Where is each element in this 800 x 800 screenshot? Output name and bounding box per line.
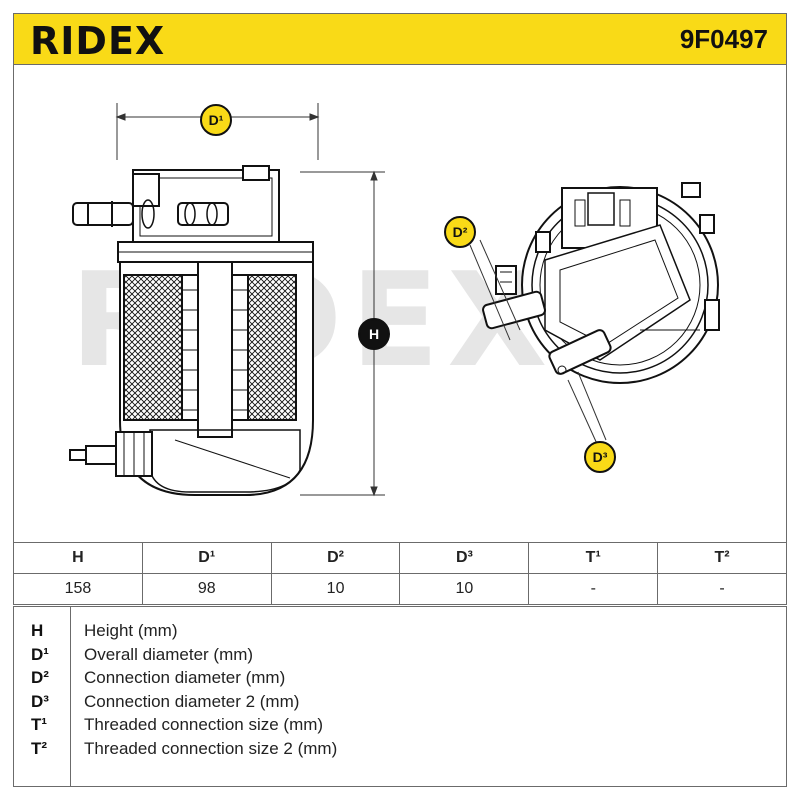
legend-key: T¹: [31, 715, 48, 734]
legend-row: D³ Connection diameter 2 (mm): [14, 692, 786, 716]
filter-top-view: [482, 182, 720, 384]
legend-key: D¹: [31, 645, 49, 664]
legend-desc: Threaded connection size 2 (mm): [84, 739, 338, 758]
d3-label: D³: [584, 441, 616, 473]
technical-drawing: [13, 65, 787, 543]
spec-value-d2: 10: [270, 573, 401, 605]
spec-header-h: H: [13, 542, 143, 574]
spec-header-d1: D¹: [141, 542, 272, 574]
spec-header-t2: T²: [657, 542, 787, 574]
spec-table-header-row: H D¹ D² D³ T¹ T²: [13, 542, 787, 574]
legend-key: T²: [31, 739, 48, 758]
spec-header-t1: T¹: [528, 542, 659, 574]
part-number: 9F0497: [679, 24, 768, 54]
spec-value-d3: 10: [399, 573, 530, 605]
legend-key: D²: [31, 668, 49, 687]
spec-header-d3: D³: [399, 542, 530, 574]
legend-box: H Height (mm) D¹ Overall diameter (mm) D…: [13, 606, 787, 787]
spec-table: H D¹ D² D³ T¹ T² 158 98 10 10 - -: [13, 542, 787, 605]
spec-value-h: 158: [13, 573, 143, 605]
legend-key: D³: [31, 692, 49, 711]
spec-value-t1: -: [528, 573, 659, 605]
legend-desc: Connection diameter 2 (mm): [84, 692, 300, 711]
spec-table-value-row: 158 98 10 10 - -: [13, 573, 787, 605]
legend-desc: Threaded connection size (mm): [84, 715, 324, 734]
legend-row: T² Threaded connection size 2 (mm): [14, 739, 786, 763]
spec-value-d1: 98: [141, 573, 272, 605]
legend-desc: Height (mm): [84, 621, 178, 640]
spec-value-t2: -: [657, 573, 787, 605]
legend-row: D² Connection diameter (mm): [14, 668, 786, 692]
legend-row: H Height (mm): [14, 621, 786, 645]
legend-row: T¹ Threaded connection size (mm): [14, 715, 786, 739]
legend-key: H: [31, 621, 44, 640]
legend-divider: [70, 607, 71, 786]
header-bar: RIDEX 9F0497: [13, 13, 787, 65]
legend-desc: Overall diameter (mm): [84, 645, 254, 664]
spec-header-d2: D²: [270, 542, 401, 574]
leader-lines: [469, 239, 607, 447]
filter-side-view: [69, 165, 314, 496]
legend-desc: Connection diameter (mm): [84, 668, 286, 687]
d1-label: D¹: [200, 104, 232, 136]
d2-label: D²: [444, 216, 476, 248]
h-label: H: [358, 318, 390, 350]
legend-row: D¹ Overall diameter (mm): [14, 645, 786, 669]
brand-logo: RIDEX: [30, 19, 166, 63]
